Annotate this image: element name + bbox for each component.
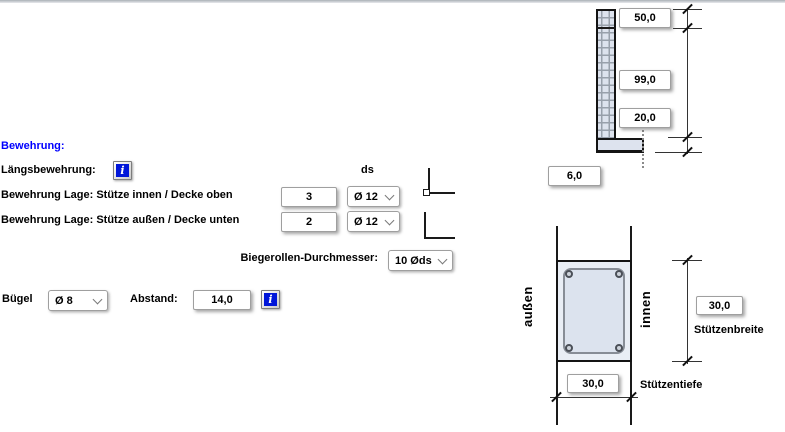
row-inner-label: Bewehrung Lage: Stütze innen / Decke obe…	[1, 189, 233, 201]
buegel-diameter-value: Ø 8	[55, 294, 73, 307]
biegerollen-value: 10 Øds	[395, 254, 432, 267]
tiefe-dimension-line	[550, 397, 638, 398]
wall-segment-divider	[596, 27, 616, 29]
stuetzenbreite-label: Stützenbreite	[694, 324, 764, 336]
dim-middle-input[interactable]	[619, 70, 671, 90]
stuetzentiefe-label: Stützentiefe	[640, 379, 703, 391]
chevron-down-icon	[384, 215, 395, 225]
biegerollen-select[interactable]: 10 Øds	[388, 250, 453, 271]
dim-offset-input[interactable]	[548, 166, 601, 186]
rebar-icon	[615, 270, 623, 278]
laengsbewehrung-label: Längsbewehrung:	[1, 164, 96, 176]
info-icon: i	[116, 164, 129, 177]
dim-bottom-input[interactable]	[619, 108, 671, 128]
diameter-inner-value: Ø 12	[354, 190, 378, 203]
ds-column-header: ds	[361, 164, 374, 176]
diameter-inner-select[interactable]: Ø 12	[347, 186, 400, 207]
dim-top-input[interactable]	[619, 8, 671, 28]
top-divider-bar	[0, 0, 785, 3]
slab-element	[596, 138, 644, 153]
buegel-diameter-select[interactable]: Ø 8	[48, 290, 108, 311]
rebar-icon	[565, 344, 573, 352]
stuetzenbreite-input[interactable]	[696, 296, 743, 315]
diameter-outer-value: Ø 12	[354, 215, 378, 228]
count-inner-input[interactable]	[281, 187, 337, 207]
rebar-icon	[615, 344, 623, 352]
section-title-bewehrung: Bewehrung:	[1, 140, 65, 152]
label-aussen: außen	[520, 286, 535, 327]
wall-dimension-line	[687, 8, 688, 154]
info-button-buegel[interactable]: i	[261, 290, 280, 309]
chevron-down-icon	[92, 294, 103, 304]
rebar-icon	[565, 270, 573, 278]
abstand-label: Abstand:	[130, 293, 178, 305]
buegel-label: Bügel	[2, 293, 33, 305]
count-outer-input[interactable]	[281, 212, 337, 232]
slab-axis-dotted-line	[642, 121, 644, 168]
info-icon: i	[264, 293, 277, 306]
row-outer-label: Bewehrung Lage: Stütze außen / Decke unt…	[1, 214, 240, 226]
biegerollen-label: Biegerollen-Durchmesser:	[240, 252, 378, 264]
info-button-laengsbewehrung[interactable]: i	[113, 161, 132, 180]
abstand-input[interactable]	[193, 290, 251, 310]
stirrup-outline	[563, 268, 625, 354]
label-innen: innen	[638, 290, 653, 328]
chevron-down-icon	[384, 190, 395, 200]
stuetzentiefe-input[interactable]	[567, 374, 619, 393]
breite-dimension-line	[687, 258, 688, 364]
chevron-down-icon	[437, 254, 448, 264]
diameter-outer-select[interactable]: Ø 12	[347, 211, 400, 232]
